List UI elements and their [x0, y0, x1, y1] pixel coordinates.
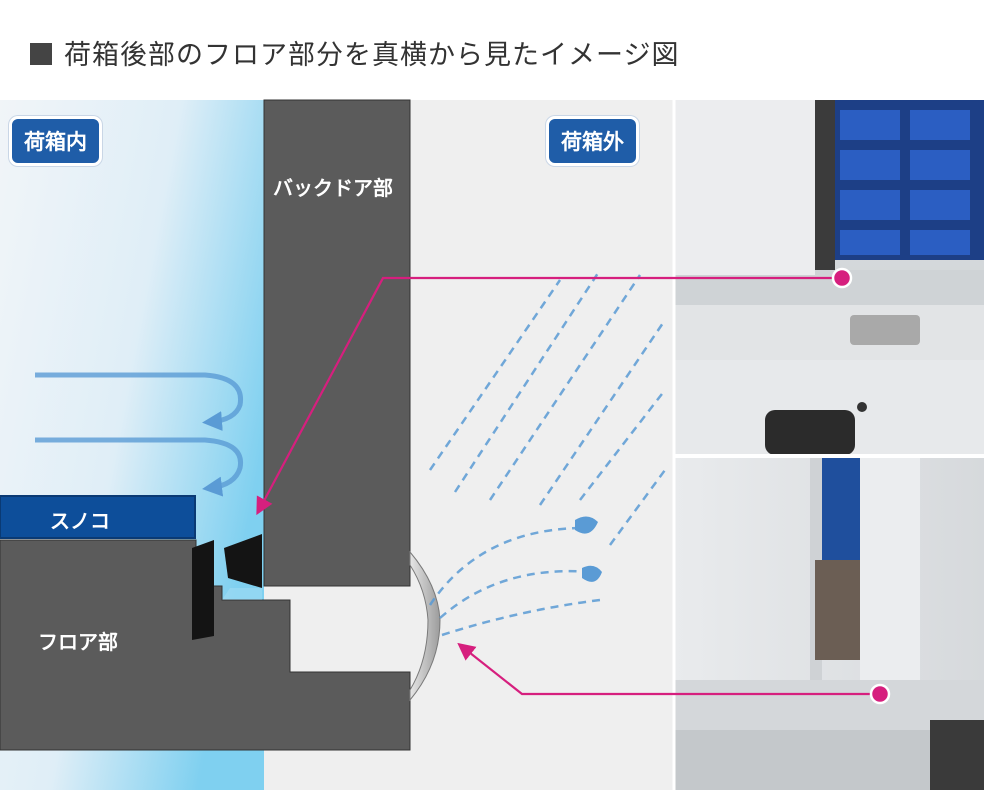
back-door-panel	[263, 99, 411, 587]
inside-badge: 荷箱内	[9, 116, 102, 166]
square-bullet-icon	[30, 42, 52, 65]
door-seal-gasket	[224, 534, 262, 588]
diagram-title: 荷箱後部のフロア部分を真横から見たイメージ図	[30, 30, 679, 74]
floor-label: フロア部	[38, 630, 118, 654]
pointer-dot-bottom	[869, 683, 891, 705]
airflow-arrows	[35, 372, 244, 497]
water-drop-icon	[582, 565, 602, 582]
floor-seal-gasket	[192, 540, 214, 640]
pointer-dot-top	[831, 267, 853, 289]
sunoko-board	[0, 495, 196, 539]
water-drop-icon	[575, 516, 598, 534]
back-door-label: バックドア部	[273, 176, 393, 200]
pointer-lines	[256, 276, 880, 696]
photo-door-edge	[675, 458, 984, 790]
rear-outer-seal	[409, 550, 441, 702]
sunoko-label: スノコ	[50, 509, 110, 533]
title-text: 荷箱後部のフロア部分を真横から見たイメージ図	[64, 39, 680, 71]
water-spray-lines	[428, 269, 667, 637]
outside-badge: 荷箱外	[546, 116, 639, 166]
